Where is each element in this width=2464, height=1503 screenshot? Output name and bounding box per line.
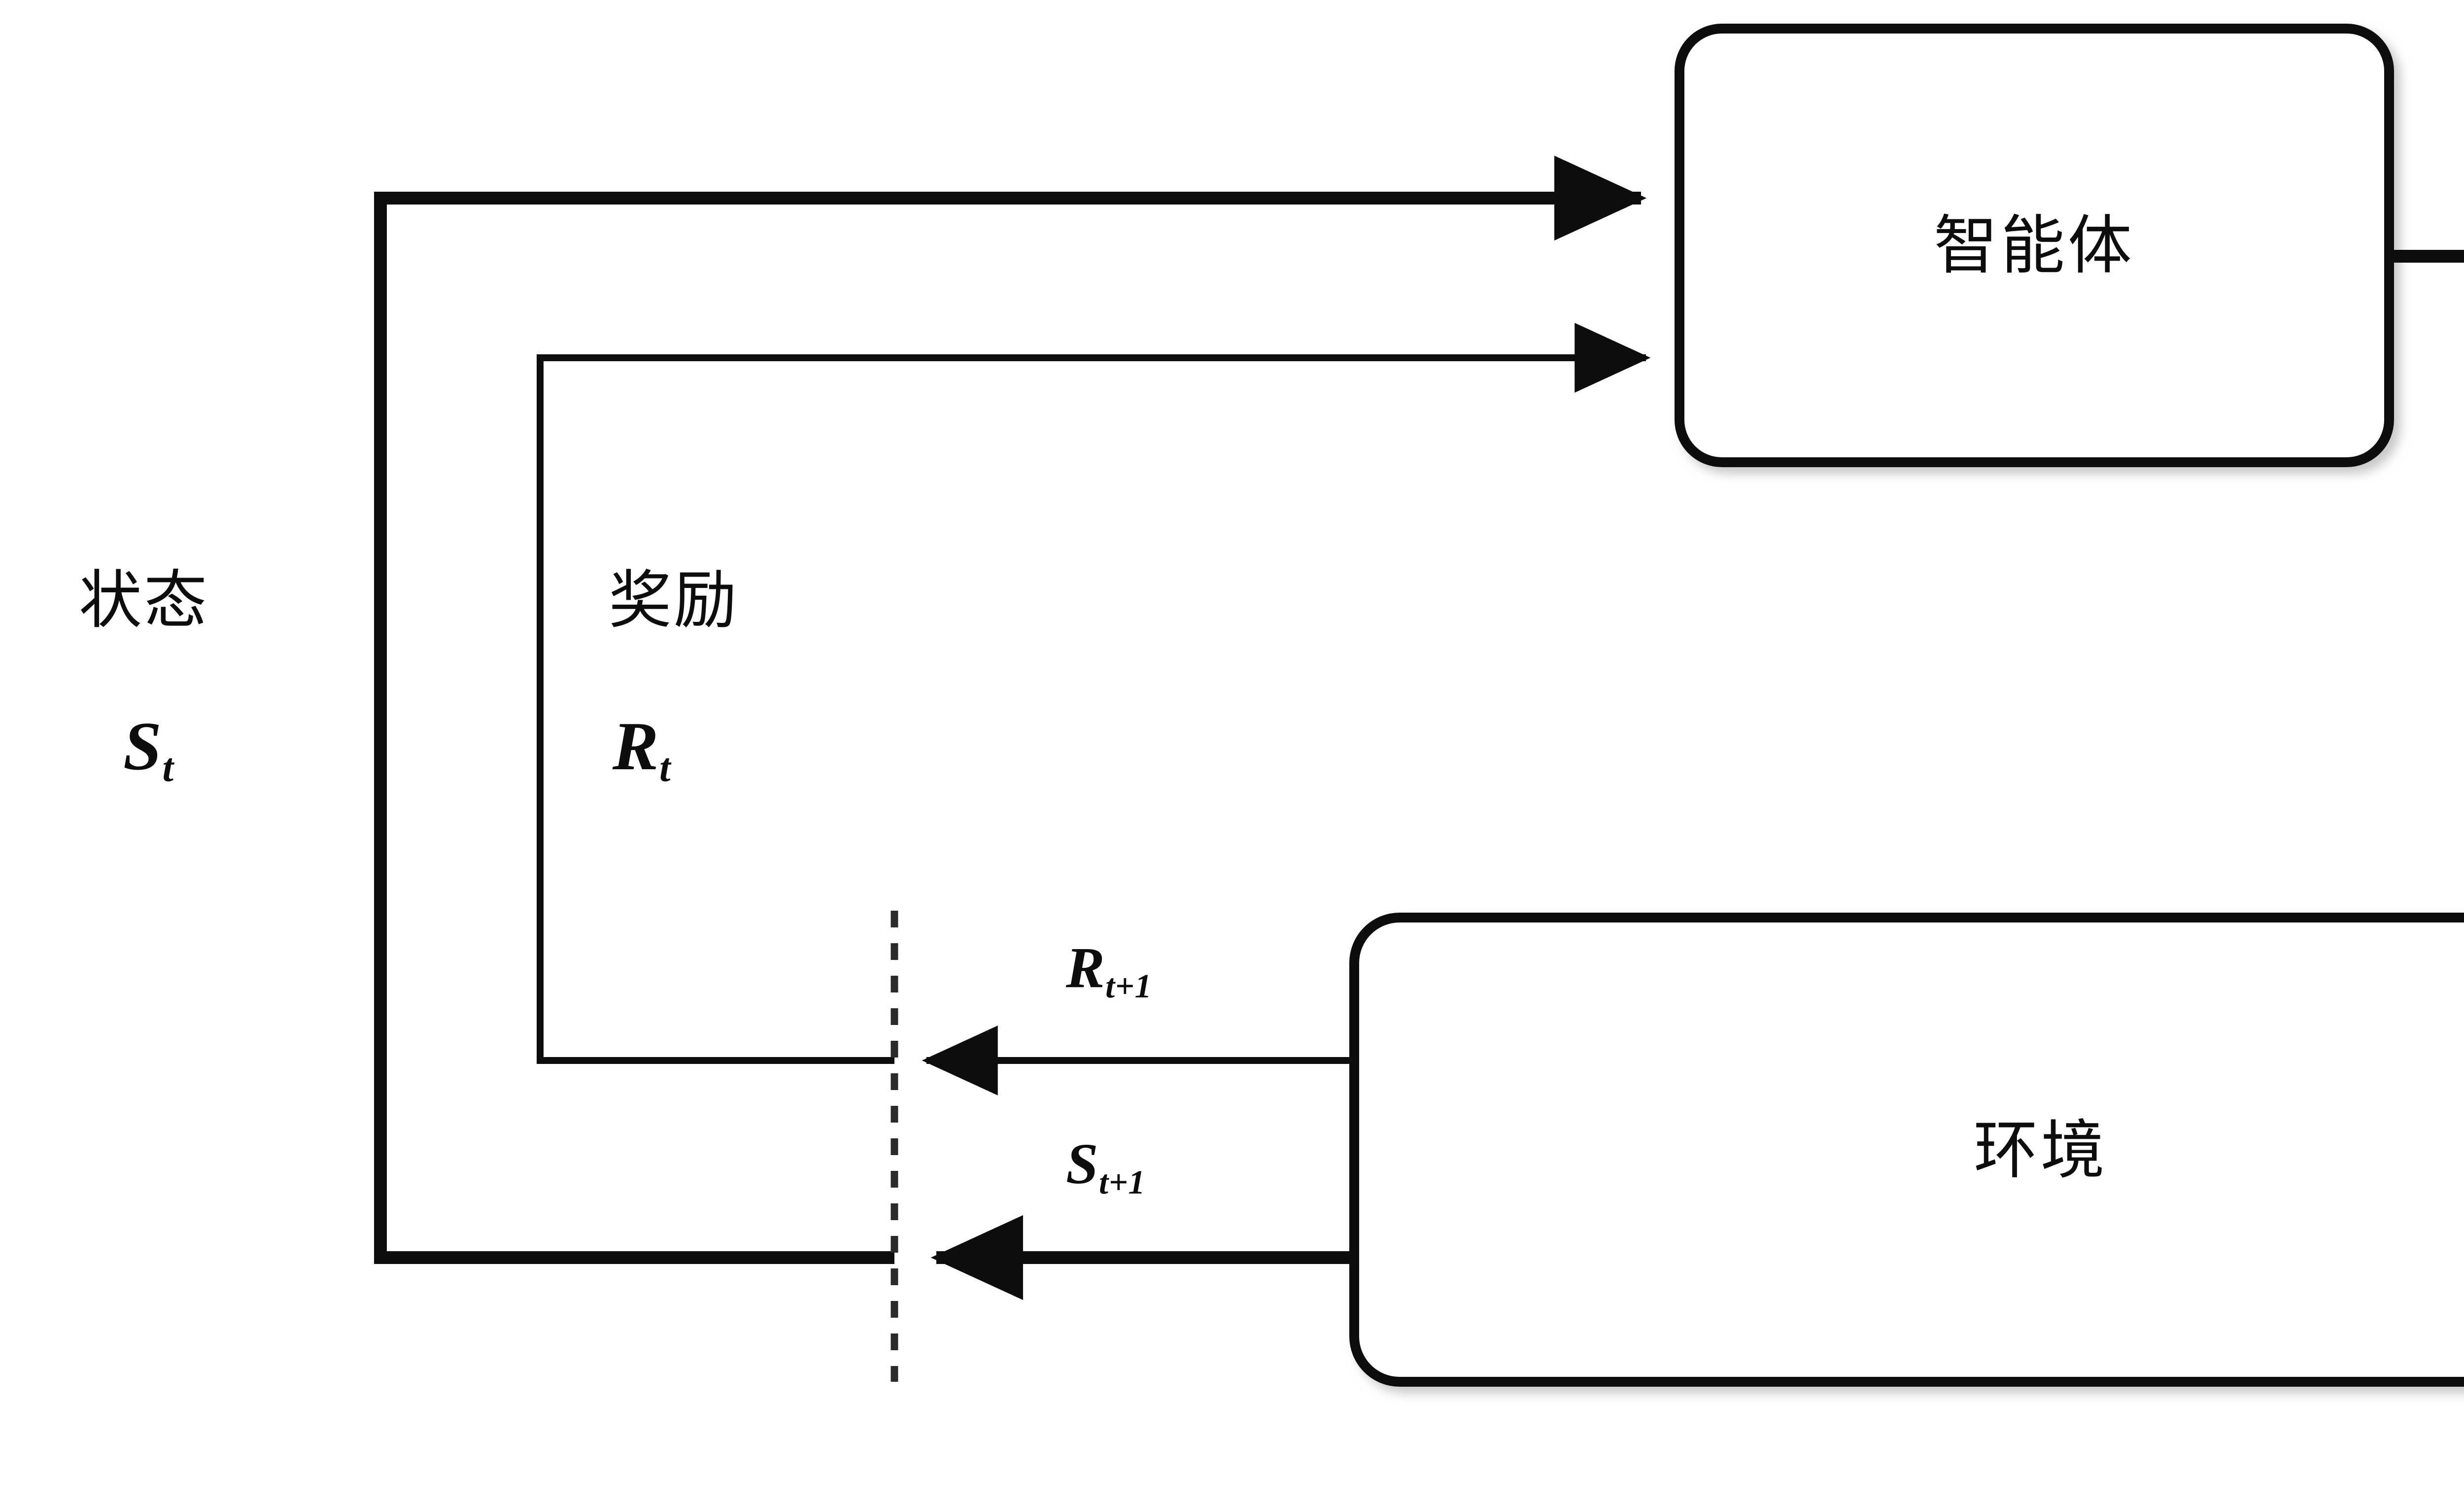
reward-symbol-label: Rt: [613, 712, 671, 788]
next-state-symbol-label: St+1: [1066, 1135, 1145, 1199]
agent-box-shape: [1675, 24, 2394, 467]
environment-box-shape: [1349, 913, 2464, 1387]
agent-node[interactable]: [1675, 24, 2394, 467]
state-feedback-arrow: [374, 155, 1647, 1264]
agent-label: 智能体: [1933, 208, 2135, 283]
next-reward-symbol-label: Rt+1: [1066, 939, 1152, 1003]
next-state-symbol-subscript: t+1: [1099, 1163, 1146, 1201]
next-state-symbol-base: S: [1066, 1131, 1098, 1196]
state-symbol-subscript: t: [162, 746, 174, 790]
reward-symbol-subscript: t: [659, 746, 671, 790]
reward-feedback-arrow: [537, 323, 1651, 1064]
environment-label: 环境: [1973, 1113, 2108, 1188]
reward-symbol-base: R: [613, 708, 659, 785]
state-word-label: 状态: [79, 564, 209, 637]
state-symbol-base: S: [123, 708, 162, 785]
environment-node[interactable]: [1349, 913, 2464, 1387]
next-reward-symbol-subscript: t+1: [1105, 967, 1152, 1005]
state-symbol-label: St: [123, 712, 173, 788]
reward-word-label: 奖励: [609, 564, 739, 637]
next-reward-symbol-base: R: [1066, 935, 1105, 1000]
